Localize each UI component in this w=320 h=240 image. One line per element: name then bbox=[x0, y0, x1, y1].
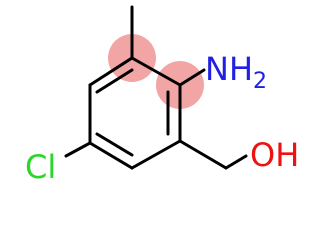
atom-oh: OH bbox=[250, 136, 299, 174]
bond-ring-3 bbox=[130, 139, 182, 170]
bond-oxygen bbox=[224, 154, 248, 170]
bond-ch2 bbox=[178, 139, 228, 170]
molecule-diagram: NH2 OH Cl bbox=[25, 5, 300, 186]
structure-svg: NH2 OH Cl bbox=[25, 5, 299, 186]
bond-ring-6-inner bbox=[95, 68, 134, 94]
bond-ring-6 bbox=[88, 56, 134, 87]
atom-cl: Cl bbox=[25, 148, 56, 186]
bond-amino bbox=[178, 68, 206, 87]
bond-chloro bbox=[64, 141, 92, 158]
bond-ring-4-inner bbox=[95, 132, 134, 157]
atom-nh2: NH2 bbox=[205, 50, 267, 94]
bond-ring-4 bbox=[88, 141, 134, 170]
bond-ring-1 bbox=[130, 56, 182, 87]
